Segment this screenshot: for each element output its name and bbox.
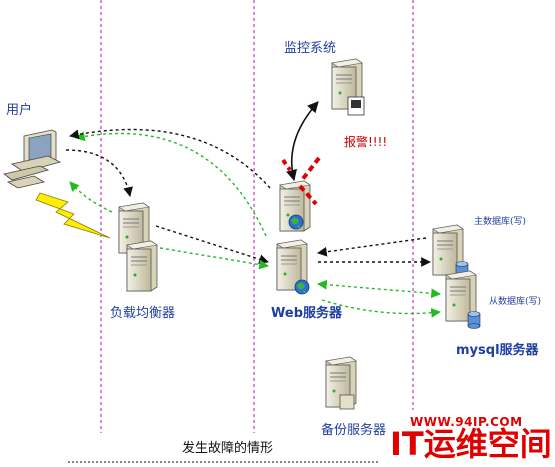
web-server-label: Web服务器	[271, 306, 342, 321]
arrow-master-web-black	[317, 237, 427, 257]
dividers	[100, 0, 414, 433]
load-balancer-label: 负载均衡器	[110, 306, 176, 321]
web-server-icon	[276, 239, 310, 295]
arrow-failedweb-user-black	[69, 128, 271, 189]
arrow-lb-web-green	[159, 247, 269, 270]
lightning-icon	[35, 192, 111, 239]
backup-server-icon	[325, 356, 357, 410]
arrow-lb-user-green	[69, 181, 113, 213]
arrow-monitor-web	[286, 101, 319, 182]
slave-db-server-icon	[445, 270, 481, 329]
diagram-caption: 发生故障的情形	[182, 441, 274, 456]
arrow-lb-web-black	[155, 225, 269, 264]
watermark-box	[390, 410, 555, 467]
master-db-label: 主数据库(写)	[474, 217, 527, 227]
slave-db-label: 从数据库(写)	[489, 297, 542, 307]
monitor-server-icon	[331, 58, 365, 116]
arrow-web-user-green	[75, 131, 267, 237]
monitor-label: 监控系统	[284, 41, 337, 56]
arrow-web-slave-green	[317, 279, 441, 299]
arrow-user-lb-black	[65, 149, 133, 197]
mysql-server-label: mysql服务器	[456, 343, 539, 358]
connection-arrows	[65, 101, 441, 318]
watermark-url: WWW.94IP.COM	[410, 415, 523, 429]
computer-icon	[3, 129, 62, 189]
failed-web-server-icon	[279, 180, 311, 232]
master-db-server-icon	[432, 224, 469, 279]
watermark-logo-text: IT运维空间	[390, 425, 552, 463]
backup-server-label: 备份服务器	[321, 423, 387, 438]
load-balancer-server-icon	[118, 202, 158, 292]
user-label: 用户	[6, 103, 33, 118]
arrow-web-slave-green-lower	[321, 299, 441, 318]
alarm-label: 报警!!!!	[344, 135, 388, 149]
